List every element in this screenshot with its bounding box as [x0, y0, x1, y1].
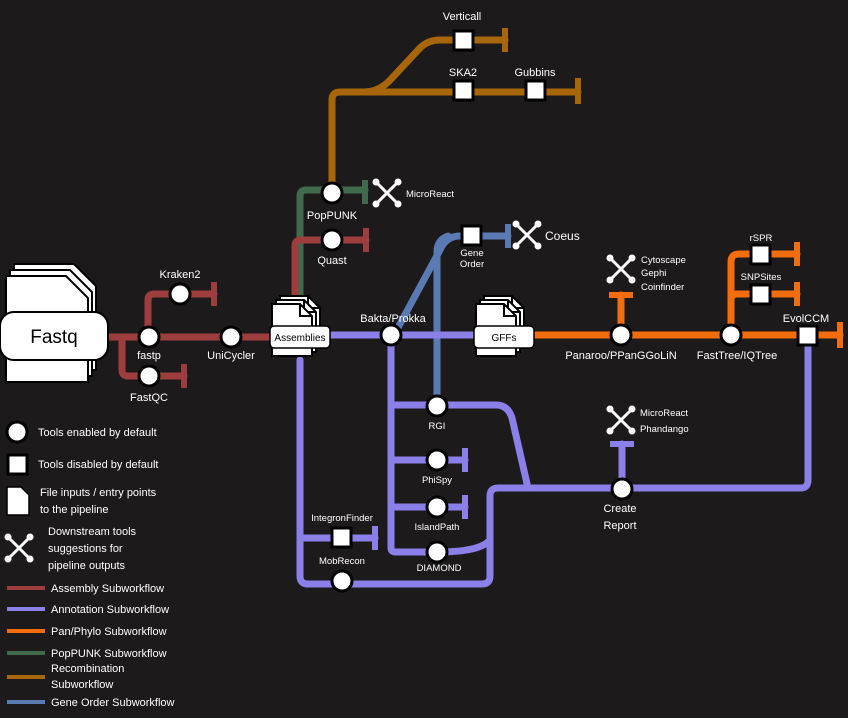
legend: Tools enabled by default Tools disabled …: [3, 420, 175, 709]
islandpath-station: [425, 495, 449, 519]
annotation-tracks: [296, 331, 812, 588]
unicycler-station: [219, 325, 243, 349]
phispy-label: PhiSpy: [422, 475, 452, 486]
gubbins-station: [524, 79, 547, 102]
evolccm-station: [796, 324, 819, 347]
wrench-icon: [605, 253, 637, 285]
phandango-label: Phandango: [640, 424, 689, 435]
integronfinder-label: IntegronFinder: [311, 513, 373, 524]
panaroo-label: Panaroo/PPanGGoLiN: [565, 350, 676, 362]
bakta-prokka-label: Bakta/Prokka: [360, 313, 426, 325]
wrench-icon: [605, 404, 637, 436]
fastp-label: fastp: [137, 350, 161, 362]
wrench-icon: [3, 532, 35, 564]
gene-order-tracks: [390, 224, 512, 409]
assemblies-label: Assemblies: [274, 333, 325, 344]
mobrecon-label: MobRecon: [319, 556, 365, 567]
quast-station: [320, 228, 344, 252]
rspr-label: rSPR: [750, 233, 773, 244]
gffs-label: GFFs: [492, 333, 517, 344]
legend-downstream-label-line2: suggestions for: [48, 543, 123, 555]
fastq-input: Fastq: [0, 263, 109, 383]
coeus-label: Coeus: [545, 229, 580, 243]
gene-order-label-line2: Order: [460, 259, 484, 270]
panaroo-station: [609, 323, 633, 347]
mobrecon-station: [330, 569, 354, 593]
coinfinder-label: Coinfinder: [641, 282, 684, 293]
quast-label: Quast: [317, 255, 346, 267]
legend-gene-order-label: Gene Order Subworkflow: [51, 697, 175, 709]
snpsites-label: SNPSites: [741, 272, 782, 283]
legend-recombination-label-line1: Recombination: [51, 663, 124, 675]
rspr-station: [749, 243, 772, 266]
microreact-top-label: MicroReact: [406, 189, 454, 200]
legend-pan-phylo-label: Pan/Phylo Subworkflow: [51, 626, 167, 638]
poppunk-label: PopPUNK: [307, 210, 358, 222]
fastqc-station: [137, 364, 161, 388]
legend-disabled-label: Tools disabled by default: [38, 459, 158, 471]
legend-poppunk-label: PopPUNK Subworkflow: [51, 648, 167, 660]
assemblies-input: Assemblies: [269, 295, 331, 357]
kraken2-station: [168, 282, 192, 306]
create-report-label-line1: Create: [603, 503, 636, 515]
rgi-label: RGI: [429, 421, 446, 432]
integronfinder-station: [330, 526, 353, 549]
kraken2-label: Kraken2: [160, 269, 201, 281]
fastq-label: Fastq: [30, 327, 78, 348]
islandpath-label: IslandPath: [415, 522, 460, 533]
legend-disabled-symbol: [6, 453, 29, 476]
gene-order-label-line1: Gene: [460, 248, 483, 259]
legend-file-label-line2: to the pipeline: [40, 504, 109, 516]
fasttree-label: FastTree/IQTree: [697, 350, 777, 362]
poppunk-station: [320, 181, 344, 205]
recombination-tracks: [328, 28, 582, 199]
wrench-icon: [511, 219, 543, 251]
legend-downstream-label-line3: pipeline outputs: [48, 560, 126, 572]
gffs-input: GFFs: [473, 295, 535, 357]
evolccm-label: EvolCCM: [783, 313, 829, 325]
gubbins-label: Gubbins: [515, 67, 556, 79]
legend-downstream-label-line1: Downstream tools: [48, 526, 137, 538]
cytoscape-label: Cytoscape: [641, 255, 686, 266]
legend-file-label-line1: File inputs / entry points: [40, 487, 157, 499]
create-report-station: [610, 477, 634, 501]
poppunk-tracks: [296, 180, 369, 304]
pan-phylo-tracks: [531, 242, 844, 348]
assembly-tracks: [96, 228, 370, 388]
unicycler-label: UniCycler: [207, 350, 255, 362]
legend-file-symbol: [6, 486, 30, 516]
gephi-label: Gephi: [641, 268, 666, 279]
fasttree-station: [719, 323, 743, 347]
verticall-label: Verticall: [443, 11, 482, 23]
snpsites-station: [749, 283, 772, 306]
ska2-label: SKA2: [449, 67, 477, 79]
create-report-label-line2: Report: [603, 520, 636, 532]
fastqc-label: FastQC: [130, 392, 168, 404]
ska2-station: [452, 79, 475, 102]
diamond-station: [425, 540, 449, 564]
legend-annotation-label: Annotation Subworkflow: [51, 604, 169, 616]
gene-order-station: [460, 224, 483, 247]
legend-enabled-symbol: [5, 420, 29, 444]
legend-recombination-label-line2: Subworkflow: [51, 679, 113, 691]
legend-assembly-label: Assembly Subworkflow: [51, 583, 164, 595]
rgi-station: [425, 394, 449, 418]
microreact-report-label: MicroReact: [640, 408, 688, 419]
wrench-icon: [371, 177, 403, 209]
phispy-station: [425, 448, 449, 472]
verticall-station: [452, 29, 475, 52]
bakta-prokka-station: [379, 323, 403, 347]
diamond-label: DIAMOND: [417, 563, 462, 574]
legend-enabled-label: Tools enabled by default: [38, 427, 157, 439]
fastp-station: [137, 325, 161, 349]
